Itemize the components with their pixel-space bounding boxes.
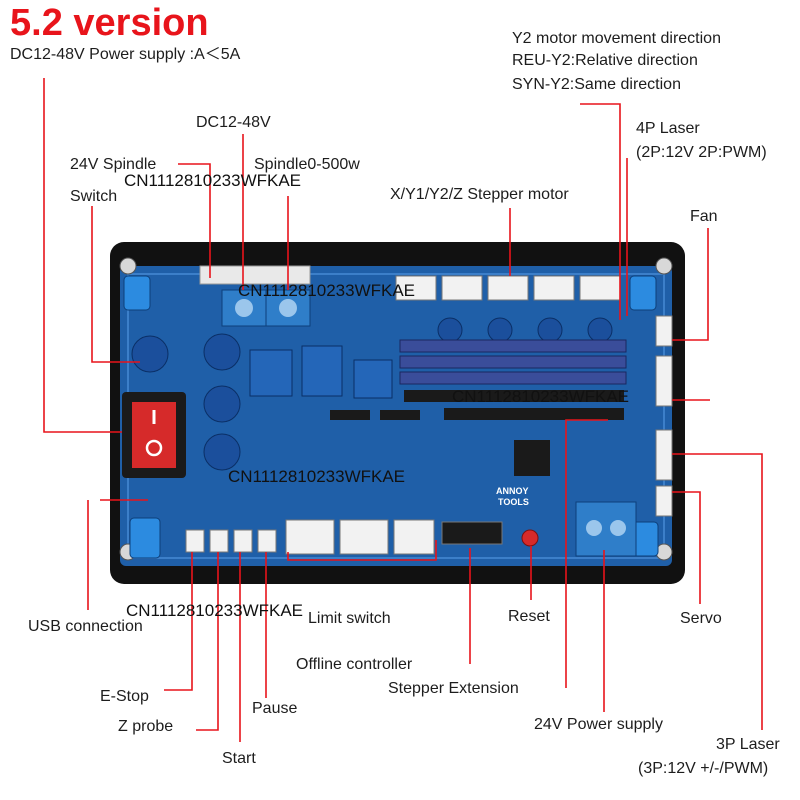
watermark-1: CN1112810233WFKAE — [124, 171, 302, 190]
mounting-holes — [119, 257, 673, 561]
label-limit-switch: Limit switch — [308, 610, 391, 627]
label-usb-connection: USB connection — [28, 618, 143, 635]
heatsink — [399, 339, 627, 385]
label-24v-spindle: 24V Spindle — [70, 156, 157, 173]
label-offline-controller: Offline controller — [296, 656, 413, 673]
power-switch — [122, 392, 186, 478]
leader-lines — [43, 78, 763, 742]
label-spindle-0-500w: Spindle0-500w — [254, 156, 360, 173]
label-e-stop: E-Stop — [100, 688, 149, 705]
watermark-2: CN1112810233WFKAE — [238, 281, 416, 300]
board-brand-1: ANNOY — [496, 486, 529, 496]
stepper-motor-headers — [395, 275, 621, 301]
voltage-regulators — [249, 345, 393, 399]
version-title: 5.2 version — [10, 2, 209, 44]
label-stepper-extension: Stepper Extension — [388, 680, 519, 697]
label-reu-y2: REU-Y2:Relative direction — [512, 52, 698, 69]
side-connectors — [655, 315, 673, 517]
label-servo: Servo — [680, 610, 722, 627]
microcontroller — [514, 440, 550, 476]
watermark-5: CN1112810233WFKAE — [126, 601, 304, 620]
label-4p-laser: 4P Laser — [636, 120, 700, 137]
label-pause: Pause — [252, 700, 298, 717]
driver-headers — [404, 390, 624, 420]
power-24v-terminal — [575, 501, 637, 557]
label-3p-laser: 3P Laser — [716, 736, 780, 753]
watermark-4: CN1112810233WFKAE — [228, 467, 406, 486]
reset-button — [521, 529, 539, 547]
label-power-supply: DC12-48V Power supply :A＜5A — [10, 46, 241, 63]
standoffs — [123, 275, 659, 559]
label-syn-y2: SYN-Y2:Same direction — [512, 76, 681, 93]
label-24v-power-supply: 24V Power supply — [534, 716, 663, 733]
label-start: Start — [222, 750, 256, 767]
bottom-connectors — [185, 519, 503, 555]
label-4p-laser-detail: (2P:12V 2P:PWM) — [636, 144, 767, 161]
board-brand-2: TOOLS — [498, 497, 529, 507]
label-y2-direction: Y2 motor movement direction — [512, 30, 721, 47]
label-fan: Fan — [690, 208, 718, 225]
ic-chips — [330, 410, 420, 420]
label-switch: Switch — [70, 188, 118, 205]
label-stepper-motor: X/Y1/Y2/Z Stepper motor — [390, 186, 569, 203]
label-3p-laser-detail: (3P:12V +/-/PWM) — [638, 760, 769, 777]
label-dc-input: DC12-48V — [196, 114, 271, 131]
label-z-probe: Z probe — [118, 718, 174, 735]
label-reset: Reset — [508, 608, 550, 625]
watermark-3: CN1112810233WFKAE — [452, 387, 630, 406]
